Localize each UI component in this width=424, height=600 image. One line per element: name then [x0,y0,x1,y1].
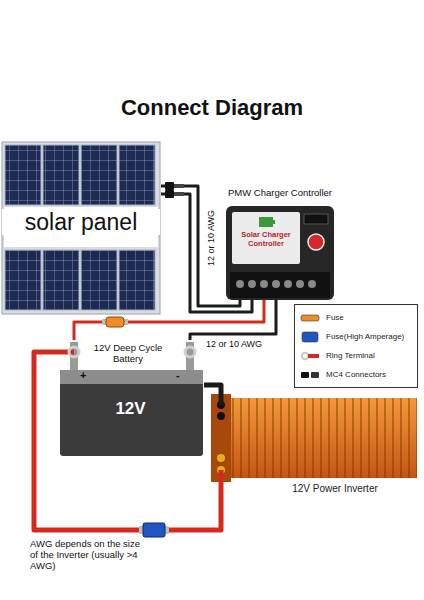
battery-post [70,342,78,370]
terminal-screw [236,280,244,288]
battery-icon [273,220,275,224]
high-amp-fuse-symbol [143,523,165,537]
legend-sample [300,331,320,343]
terminal-screw [296,280,304,288]
wire [190,300,276,340]
inverter-ribs [231,398,417,478]
legend-sample [300,369,320,381]
solar-panel-drawing [2,142,160,314]
battery-heading: 12V Deep Cycle Battery [86,343,170,365]
mc4-connector [174,184,184,188]
terminal-screw [308,280,316,288]
terminal-strip [230,272,330,298]
battery-voltage: 12V [58,399,203,419]
ring-terminal [69,347,79,357]
battery-post [186,342,194,370]
controller-brand: Solar Charger Controller [233,231,299,248]
panel-cells [81,145,117,205]
diagram-title: Connect Diagram [0,95,424,120]
legend-row: Fuse(High Amperage) [300,327,412,346]
controller-heading: PMW Charger Controller [218,188,342,199]
wire-size-note: AWG depends on the size of the Inverter … [30,539,150,572]
wire-stub [219,470,224,500]
panel-cells [119,250,155,310]
terminal-screw [272,280,280,288]
terminal-sign: - [176,369,180,382]
wire [161,194,252,312]
panel-cells [43,250,79,310]
controller-face [232,212,300,264]
controller-display [304,214,328,224]
mc4-connector [165,182,174,190]
mc4-connector [165,190,174,198]
inverter-drawing [211,394,417,482]
legend-row: Fuse [300,308,412,327]
terminal-screw [284,280,292,288]
legend-sample [300,312,320,324]
wire-stub [219,392,224,405]
terminal-screw [260,280,268,288]
inverter-body [231,398,417,478]
terminal-screw [248,280,256,288]
legend-sample [300,350,320,362]
panel-cells [81,250,117,310]
legend-row: MC4 Connectors [300,365,412,384]
controller-body [226,206,334,300]
battery-icon [259,217,273,227]
wire-gauge-label: 12 or 10 AWG [206,208,216,268]
fuse-swatch [301,315,319,321]
controller-button [308,234,324,250]
inverter-end-plate [211,394,231,482]
legend-text: Ring Terminal [326,351,375,360]
power-inverter: 12V Power Inverter [210,392,421,500]
legend-row: Ring Terminal [300,346,412,365]
inverter-terminal [217,454,225,462]
panel-cells [43,145,79,205]
mc4-connector [174,192,184,196]
inverter-name: 12V Power Inverter [250,483,420,495]
legend-text: MC4 Connectors [326,370,386,379]
mc4-icon [301,372,309,378]
legend-text: Fuse(High Amperage) [326,332,404,341]
high-amp-fuse-swatch [302,332,318,342]
ring-terminal-icon [302,352,308,358]
panel-frame [2,142,160,314]
inverter-terminal [217,412,225,420]
panel-cells [5,145,41,205]
legend-text: Fuse [326,313,344,322]
fuse-symbol [106,317,124,327]
battery-top [60,370,203,384]
ring-terminal [185,347,195,357]
wire [204,385,221,392]
panel-cells [5,250,41,310]
panel-cells [119,145,155,205]
wire [161,186,240,306]
charge-controller: PMW Charger ControllerSolar Charger Cont… [218,188,343,300]
panel-name: solar panel [2,209,160,235]
ring-terminal-icon [308,354,319,358]
solar-panel: solar panel [2,142,161,314]
wire [34,352,221,530]
mc4-icon [311,372,319,378]
battery: 12V Deep Cycle Battery 12V [58,340,204,458]
controller-drawing [226,206,334,300]
wire-stub [58,350,74,355]
wire-gauge-label: 12 or 10 AWG [204,339,264,349]
legend-box: FuseFuse(High Amperage) Ring TerminalMC4 … [294,304,418,388]
terminal-sign: + [80,369,86,382]
